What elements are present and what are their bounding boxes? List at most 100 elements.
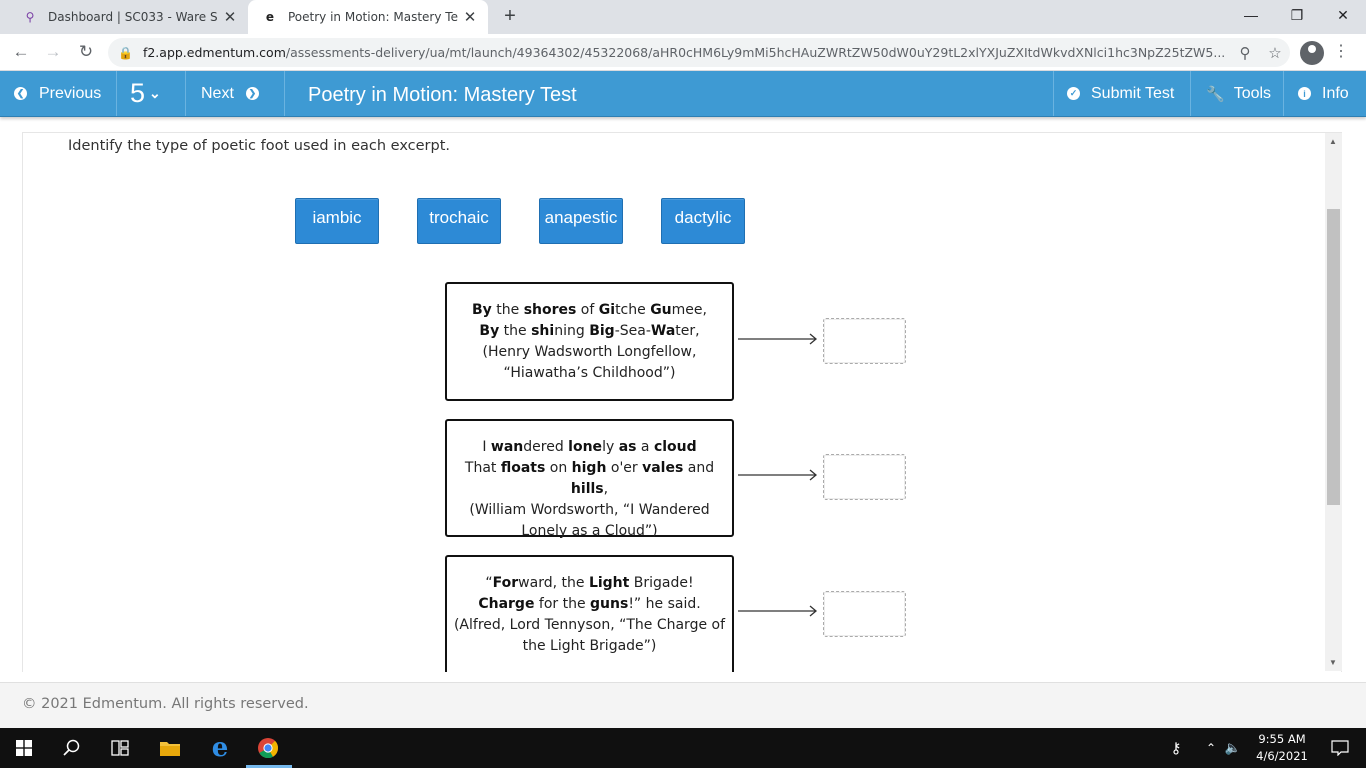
question-panel: Identify the type of poetic foot used in…	[22, 132, 1342, 672]
excerpt-text: !” he said.	[628, 596, 701, 612]
people-icon[interactable]: ⚷	[1170, 740, 1182, 757]
edge-browser-icon[interactable]: e	[211, 733, 229, 763]
speaker-icon[interactable]: 🔈	[1224, 740, 1242, 755]
profile-avatar-icon[interactable]	[1300, 41, 1324, 65]
forward-arrow-icon[interactable]: →	[44, 42, 62, 61]
page-title: Poetry in Motion: Mastery Test	[308, 84, 577, 106]
tab-title: Dashboard | SC033 - Ware Shoals	[48, 10, 218, 24]
submit-test-button[interactable]: ✓ Submit Test	[1067, 71, 1174, 116]
content-scrollbar[interactable]: ▲ ▼	[1325, 133, 1342, 671]
system-clock[interactable]: 9:55 AM 4/6/2021	[1248, 731, 1316, 765]
excerpt-text: tche	[615, 302, 651, 318]
excerpt-box: By the shores of Gitche Gumee,By the shi…	[445, 282, 734, 401]
browser-tab-dashboard[interactable]: ⚲ Dashboard | SC033 - Ware Shoals ✕	[8, 0, 248, 34]
test-header-bar: ❮ Previous 5 ⌄ Next ❯ Poetry in Motion: …	[0, 71, 1366, 117]
copyright-text: © 2021 Edmentum. All rights reserved.	[22, 696, 309, 712]
browser-tab-poetry[interactable]: e Poetry in Motion: Mastery Test ✕	[248, 0, 488, 34]
choice-trochaic[interactable]: trochaic	[417, 198, 501, 244]
windows-start-icon[interactable]	[0, 728, 48, 768]
stressed-syllable: shores	[523, 302, 577, 318]
stressed-syllable: Gi	[598, 302, 616, 318]
stressed-syllable: Gu	[650, 302, 672, 318]
more-menu-icon[interactable]: ⋮	[1333, 43, 1349, 60]
choice-anapestic[interactable]: anapestic	[539, 198, 623, 244]
notifications-icon[interactable]	[1318, 728, 1362, 768]
excerpt-text: (William Wordsworth, “I Wandered Lonely …	[469, 502, 710, 539]
question-number: 5	[130, 78, 146, 108]
stressed-syllable: cloud	[653, 439, 697, 455]
excerpt-text: That	[464, 460, 501, 476]
answer-drop-zone[interactable]	[823, 591, 906, 637]
zoom-icon[interactable]: ⚲	[1239, 44, 1251, 62]
excerpt-text: ,	[603, 481, 609, 497]
divider	[284, 71, 285, 116]
windows-taskbar: e ⚷ ⌃ 🔈 9:55 AM 4/6/2021	[0, 728, 1366, 768]
excerpt-text: ning	[554, 323, 590, 339]
arrow-right-icon	[738, 333, 818, 345]
scroll-up-icon[interactable]: ▲	[1329, 137, 1337, 146]
stressed-syllable: Light	[588, 575, 630, 591]
active-app-indicator	[246, 765, 292, 768]
divider	[185, 71, 186, 116]
search-icon[interactable]	[48, 728, 96, 768]
chevron-up-icon[interactable]: ⌃	[1205, 741, 1217, 755]
stressed-syllable: By	[479, 323, 500, 339]
stressed-syllable: By	[472, 302, 492, 318]
close-icon[interactable]: ✕	[223, 8, 237, 26]
tools-button[interactable]: 🔧 Tools	[1206, 71, 1271, 116]
check-circle-icon: ✓	[1067, 87, 1080, 100]
window-close-icon[interactable]: ✕	[1337, 6, 1349, 23]
excerpt-text: ter,	[675, 323, 700, 339]
answer-drop-zone[interactable]	[823, 454, 906, 500]
question-selector[interactable]: 5 ⌄	[130, 71, 161, 116]
scroll-thumb[interactable]	[1327, 209, 1340, 505]
clock-date: 4/6/2021	[1256, 749, 1308, 763]
stressed-syllable: high	[571, 460, 607, 476]
file-explorer-icon[interactable]	[146, 728, 194, 768]
clock-time: 9:55 AM	[1258, 732, 1306, 746]
minimize-icon[interactable]: —	[1244, 7, 1258, 23]
divider	[1190, 71, 1191, 116]
tools-label: Tools	[1233, 84, 1272, 102]
back-arrow-icon[interactable]: ←	[12, 42, 30, 61]
chrome-icon[interactable]	[244, 728, 292, 768]
chevron-down-icon: ⌄	[149, 85, 161, 101]
task-view-icon[interactable]	[96, 728, 144, 768]
excerpt-text: the	[491, 302, 524, 318]
edmentum-logo-icon: e	[265, 10, 275, 24]
address-bar[interactable]: 🔒 f2.app.edmentum.com/assessments-delive…	[108, 38, 1290, 67]
scroll-down-icon[interactable]: ▼	[1329, 658, 1337, 667]
previous-button[interactable]: ❮ Previous	[14, 71, 101, 116]
browser-toolbar: ← → ↻ 🔒 f2.app.edmentum.com/assessments-…	[0, 34, 1366, 71]
browser-tab-strip: ⚲ Dashboard | SC033 - Ware Shoals ✕ e Po…	[0, 0, 1366, 34]
excerpt-text: the	[499, 323, 532, 339]
new-tab-button[interactable]: +	[504, 5, 516, 27]
previous-label: Previous	[39, 84, 102, 102]
close-icon[interactable]: ✕	[463, 8, 477, 26]
reload-icon[interactable]: ↻	[78, 42, 94, 61]
excerpt-text: (Alfred, Lord Tennyson, “The Charge of t…	[453, 617, 726, 654]
info-button[interactable]: i Info	[1298, 71, 1349, 116]
stressed-syllable: Charge	[478, 596, 535, 612]
chevron-left-icon: ❮	[14, 87, 27, 100]
stressed-syllable: guns	[590, 596, 629, 612]
bookmark-star-icon[interactable]: ☆	[1268, 44, 1282, 62]
stressed-syllable: vales	[642, 460, 684, 476]
restore-icon[interactable]: ❐	[1290, 6, 1304, 23]
excerpt-text: ward, the	[518, 575, 589, 591]
choice-iambic[interactable]: iambic	[295, 198, 379, 244]
next-label: Next	[201, 84, 234, 102]
page-footer: © 2021 Edmentum. All rights reserved.	[0, 682, 1366, 728]
excerpt-text: I	[482, 439, 491, 455]
divider	[1053, 71, 1054, 116]
excerpt-text: Brigade!	[629, 575, 694, 591]
chevron-right-icon: ❯	[245, 87, 259, 100]
next-button[interactable]: Next ❯	[201, 71, 259, 116]
excerpt-text: for the	[534, 596, 591, 612]
info-icon: i	[1298, 87, 1311, 100]
excerpt-text: “	[485, 575, 493, 591]
choice-dactylic[interactable]: dactylic	[661, 198, 745, 244]
answer-drop-zone[interactable]	[823, 318, 906, 364]
url-host: f2.app.edmentum.com	[142, 45, 286, 60]
